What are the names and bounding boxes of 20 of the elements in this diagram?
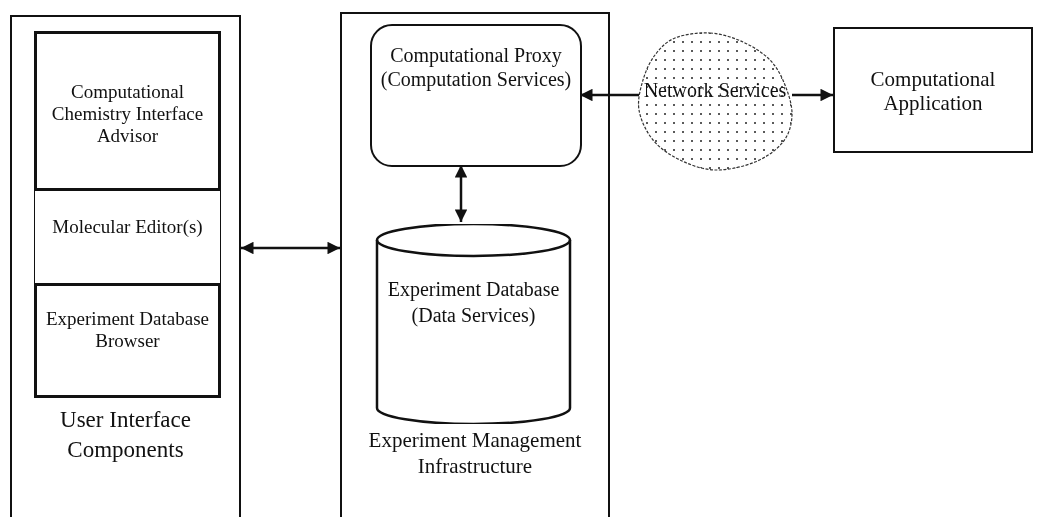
arrow bbox=[241, 241, 340, 255]
node-label: Computational Proxy (Computation Services) bbox=[379, 43, 573, 91]
node-label: Molecular Editor(s) bbox=[52, 216, 203, 238]
node-label: Computational Application bbox=[869, 67, 997, 115]
application-box bbox=[833, 27, 1033, 153]
component-box bbox=[34, 283, 221, 398]
node-label: Network Services bbox=[643, 78, 787, 102]
arrow bbox=[580, 88, 639, 102]
container-box bbox=[340, 12, 610, 517]
process-box bbox=[370, 24, 582, 167]
arrow bbox=[454, 165, 468, 222]
node-label: Experiment Database (Data Services) bbox=[386, 277, 561, 328]
group-label: User Interface Components bbox=[59, 406, 192, 464]
node-label: Experiment Database Browser bbox=[45, 308, 210, 352]
group-label: Experiment Management Infrastructure bbox=[367, 427, 583, 479]
node-label: Computational Chemistry Interface Advisor bbox=[50, 81, 205, 147]
arrow bbox=[792, 88, 833, 102]
component-box bbox=[34, 190, 221, 284]
container-box bbox=[10, 15, 241, 517]
component-box bbox=[34, 31, 221, 191]
